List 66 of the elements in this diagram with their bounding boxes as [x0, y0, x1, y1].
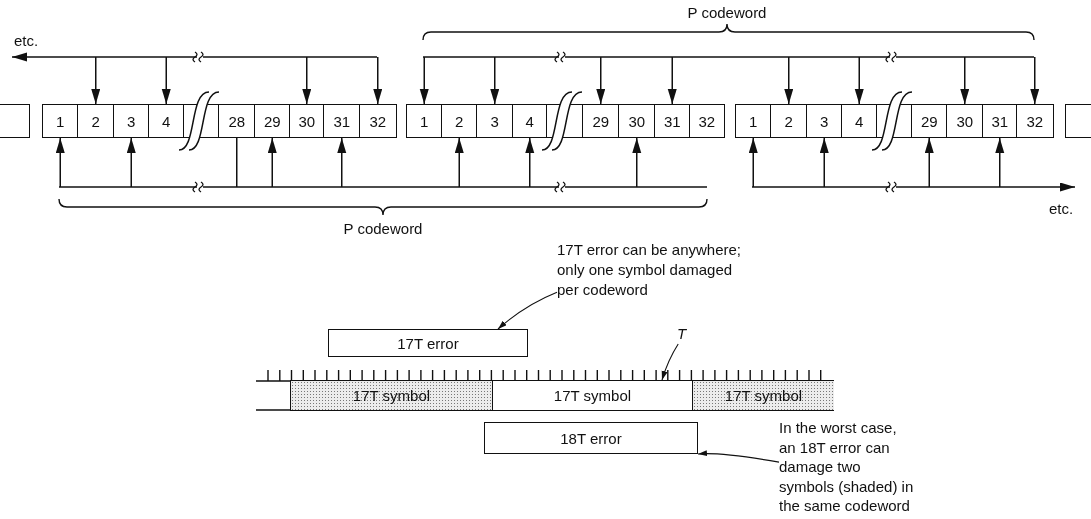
symbol-cell: 29 — [254, 104, 291, 138]
arrow — [302, 56, 312, 105]
arrow — [373, 56, 383, 105]
symbol-cell: 30 — [618, 104, 656, 138]
symbol-cell: 4 — [148, 104, 185, 138]
arrow — [126, 137, 136, 188]
symbol-cell: 30 — [289, 104, 325, 138]
symbol-cell: 29 — [911, 104, 948, 138]
symbol-cell: 28 — [218, 104, 256, 138]
continuation-label: etc. — [14, 32, 39, 49]
error-box: 17T error — [328, 329, 528, 357]
symbol-segment: 17T symbol — [290, 380, 492, 411]
arrow — [854, 56, 864, 105]
symbol-cell: 31 — [982, 104, 1018, 138]
note-text: 17T error can be anywhere; only one symbol damaged per codeword — [557, 240, 757, 300]
error-box: 18T error — [484, 422, 698, 454]
arrow — [960, 56, 970, 105]
brace-label: P codeword — [343, 220, 423, 237]
symbol-segment: 17T symbol — [692, 380, 834, 411]
symbol-cell: 32 — [359, 104, 397, 138]
arrow — [267, 137, 277, 188]
arrow — [490, 56, 500, 105]
symbol-cell: 3 — [476, 104, 514, 138]
arrow — [924, 137, 934, 188]
symbol-cell: 31 — [654, 104, 691, 138]
leader-line — [661, 343, 679, 381]
arrow — [454, 137, 464, 188]
arrow — [632, 137, 642, 188]
symbol-cell: 1 — [42, 104, 79, 138]
arrow — [667, 56, 677, 105]
arrow — [419, 56, 429, 105]
symbol-cell: 30 — [946, 104, 984, 138]
arrow — [1030, 56, 1040, 105]
brace-label: P codeword — [687, 4, 767, 21]
symbol-cell: 2 — [770, 104, 808, 138]
symbol-cell: 4 — [512, 104, 548, 138]
partial-cell — [1065, 104, 1091, 138]
connector-line — [236, 137, 238, 188]
symbol-cell: 4 — [841, 104, 878, 138]
continuation-label: etc. — [1049, 200, 1074, 217]
symbol-cell: 2 — [77, 104, 115, 138]
partial-cell — [0, 104, 30, 138]
arrow — [784, 56, 794, 105]
arrow — [525, 137, 535, 188]
arrow — [91, 56, 101, 105]
symbol-cell: 3 — [806, 104, 843, 138]
arrow — [995, 137, 1005, 188]
leader-line — [697, 450, 780, 463]
arrow — [337, 137, 347, 188]
period-label: T — [677, 324, 689, 344]
arrow — [161, 56, 171, 105]
arrow — [55, 137, 65, 188]
leader-line — [497, 291, 558, 330]
arrow — [748, 137, 758, 188]
arrow — [596, 56, 606, 105]
symbol-cell: 2 — [441, 104, 478, 138]
symbol-cell: 3 — [113, 104, 150, 138]
arrow — [819, 137, 829, 188]
symbol-cell: 31 — [323, 104, 361, 138]
symbol-cell: 29 — [582, 104, 620, 138]
symbol-cell: 1 — [735, 104, 772, 138]
symbol-cell: 1 — [406, 104, 443, 138]
symbol-cell: 32 — [689, 104, 725, 138]
symbol-cell: 32 — [1016, 104, 1054, 138]
symbol-segment: 17T symbol — [492, 380, 692, 411]
note-text: In the worst case, an 18T error can damage two symbols (shaded) in the same codeword — [779, 418, 915, 516]
